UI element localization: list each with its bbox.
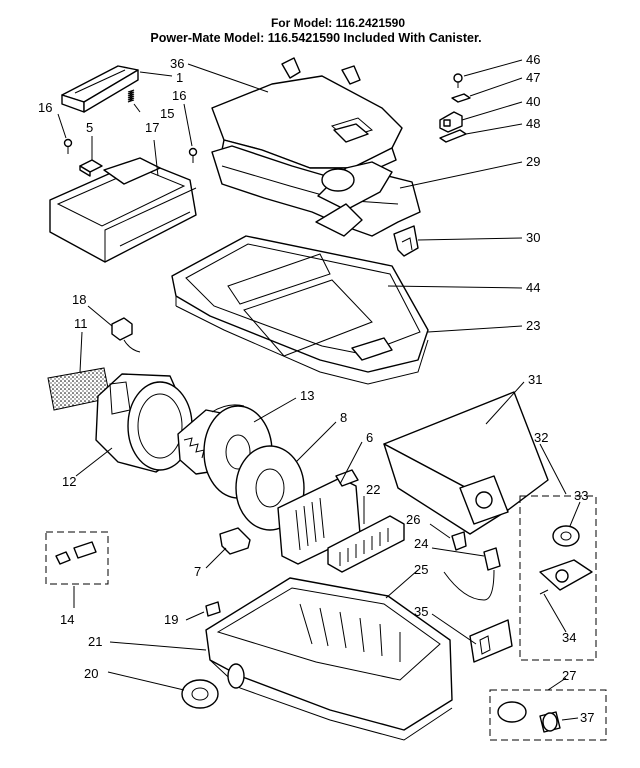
callout-44: 44 xyxy=(526,280,540,295)
callout-12: 12 xyxy=(62,474,76,489)
part-32-bag-holder-group xyxy=(519,495,597,661)
callout-13: 13 xyxy=(300,388,314,403)
callout-7: 7 xyxy=(194,564,201,579)
leader-lines xyxy=(57,59,581,721)
callout-17: 17 xyxy=(145,120,159,135)
callout-8: 8 xyxy=(340,410,347,425)
part-17-pedal-housing xyxy=(49,157,197,263)
header-model-line: For Model: 116.2421590 xyxy=(270,16,406,30)
header-power-mate-line: Power-Mate Model: 116.5421590 Included W… xyxy=(150,31,482,45)
part-35-switch-bracket xyxy=(469,619,513,663)
callout-18: 18 xyxy=(72,292,86,307)
callout-29: 29 xyxy=(526,154,540,169)
callout-16-left: 16 xyxy=(38,100,52,115)
callout-32: 32 xyxy=(534,430,548,445)
part-22-exhaust-grille xyxy=(327,515,405,573)
callout-14: 14 xyxy=(60,612,74,627)
part-21-base-canister xyxy=(205,577,453,741)
callout-47: 47 xyxy=(526,70,540,85)
callout-23: 23 xyxy=(526,318,540,333)
part-7-bracket xyxy=(219,527,251,555)
callout-46: 46 xyxy=(526,52,540,67)
callout-labels: 36 1 16 15 16 5 17 46 47 40 48 29 30 44 … xyxy=(38,52,594,725)
callout-25: 25 xyxy=(414,562,428,577)
part-29-shell xyxy=(211,123,421,237)
callout-1: 1 xyxy=(176,70,183,85)
callout-30: 30 xyxy=(526,230,540,245)
callout-34: 34 xyxy=(562,630,576,645)
part-31-bag xyxy=(383,391,549,535)
callout-15: 15 xyxy=(160,106,174,121)
callout-40: 40 xyxy=(526,94,540,109)
part-16-screws xyxy=(63,138,198,163)
callout-48: 48 xyxy=(526,116,540,131)
callout-11: 11 xyxy=(74,316,88,331)
part-12-motor-housing xyxy=(95,373,193,473)
part-30-bracket xyxy=(393,225,419,257)
callout-16-right: 16 xyxy=(172,88,186,103)
callout-31: 31 xyxy=(528,372,542,387)
callout-5: 5 xyxy=(86,120,93,135)
callout-22: 22 xyxy=(366,482,380,497)
part-18-switch xyxy=(111,317,141,353)
callout-26: 26 xyxy=(406,512,420,527)
part-47-washer xyxy=(451,93,471,103)
part-14-clip-group xyxy=(45,531,109,585)
part-23-lid-frame xyxy=(171,235,429,385)
part-27-bracket-group xyxy=(489,689,607,741)
callout-27: 27 xyxy=(562,668,576,683)
callout-35: 35 xyxy=(414,604,428,619)
callout-37: 37 xyxy=(580,710,594,725)
part-20-wheel xyxy=(181,679,219,709)
part-48-plate xyxy=(439,129,467,143)
part-15-spring xyxy=(127,89,135,103)
callout-33: 33 xyxy=(574,488,588,503)
part-1-pedal xyxy=(61,65,139,113)
callout-24: 24 xyxy=(414,536,428,551)
callout-19: 19 xyxy=(164,612,178,627)
callout-21: 21 xyxy=(88,634,102,649)
callout-36: 36 xyxy=(170,56,184,71)
part-24-cord xyxy=(443,547,501,601)
part-46-screw xyxy=(453,73,463,88)
callout-6: 6 xyxy=(366,430,373,445)
part-19-clip xyxy=(205,601,221,617)
part-5-clip xyxy=(79,159,103,177)
part-40-latch xyxy=(439,111,463,133)
callout-20: 20 xyxy=(84,666,98,681)
part-26-bushing xyxy=(451,531,467,551)
